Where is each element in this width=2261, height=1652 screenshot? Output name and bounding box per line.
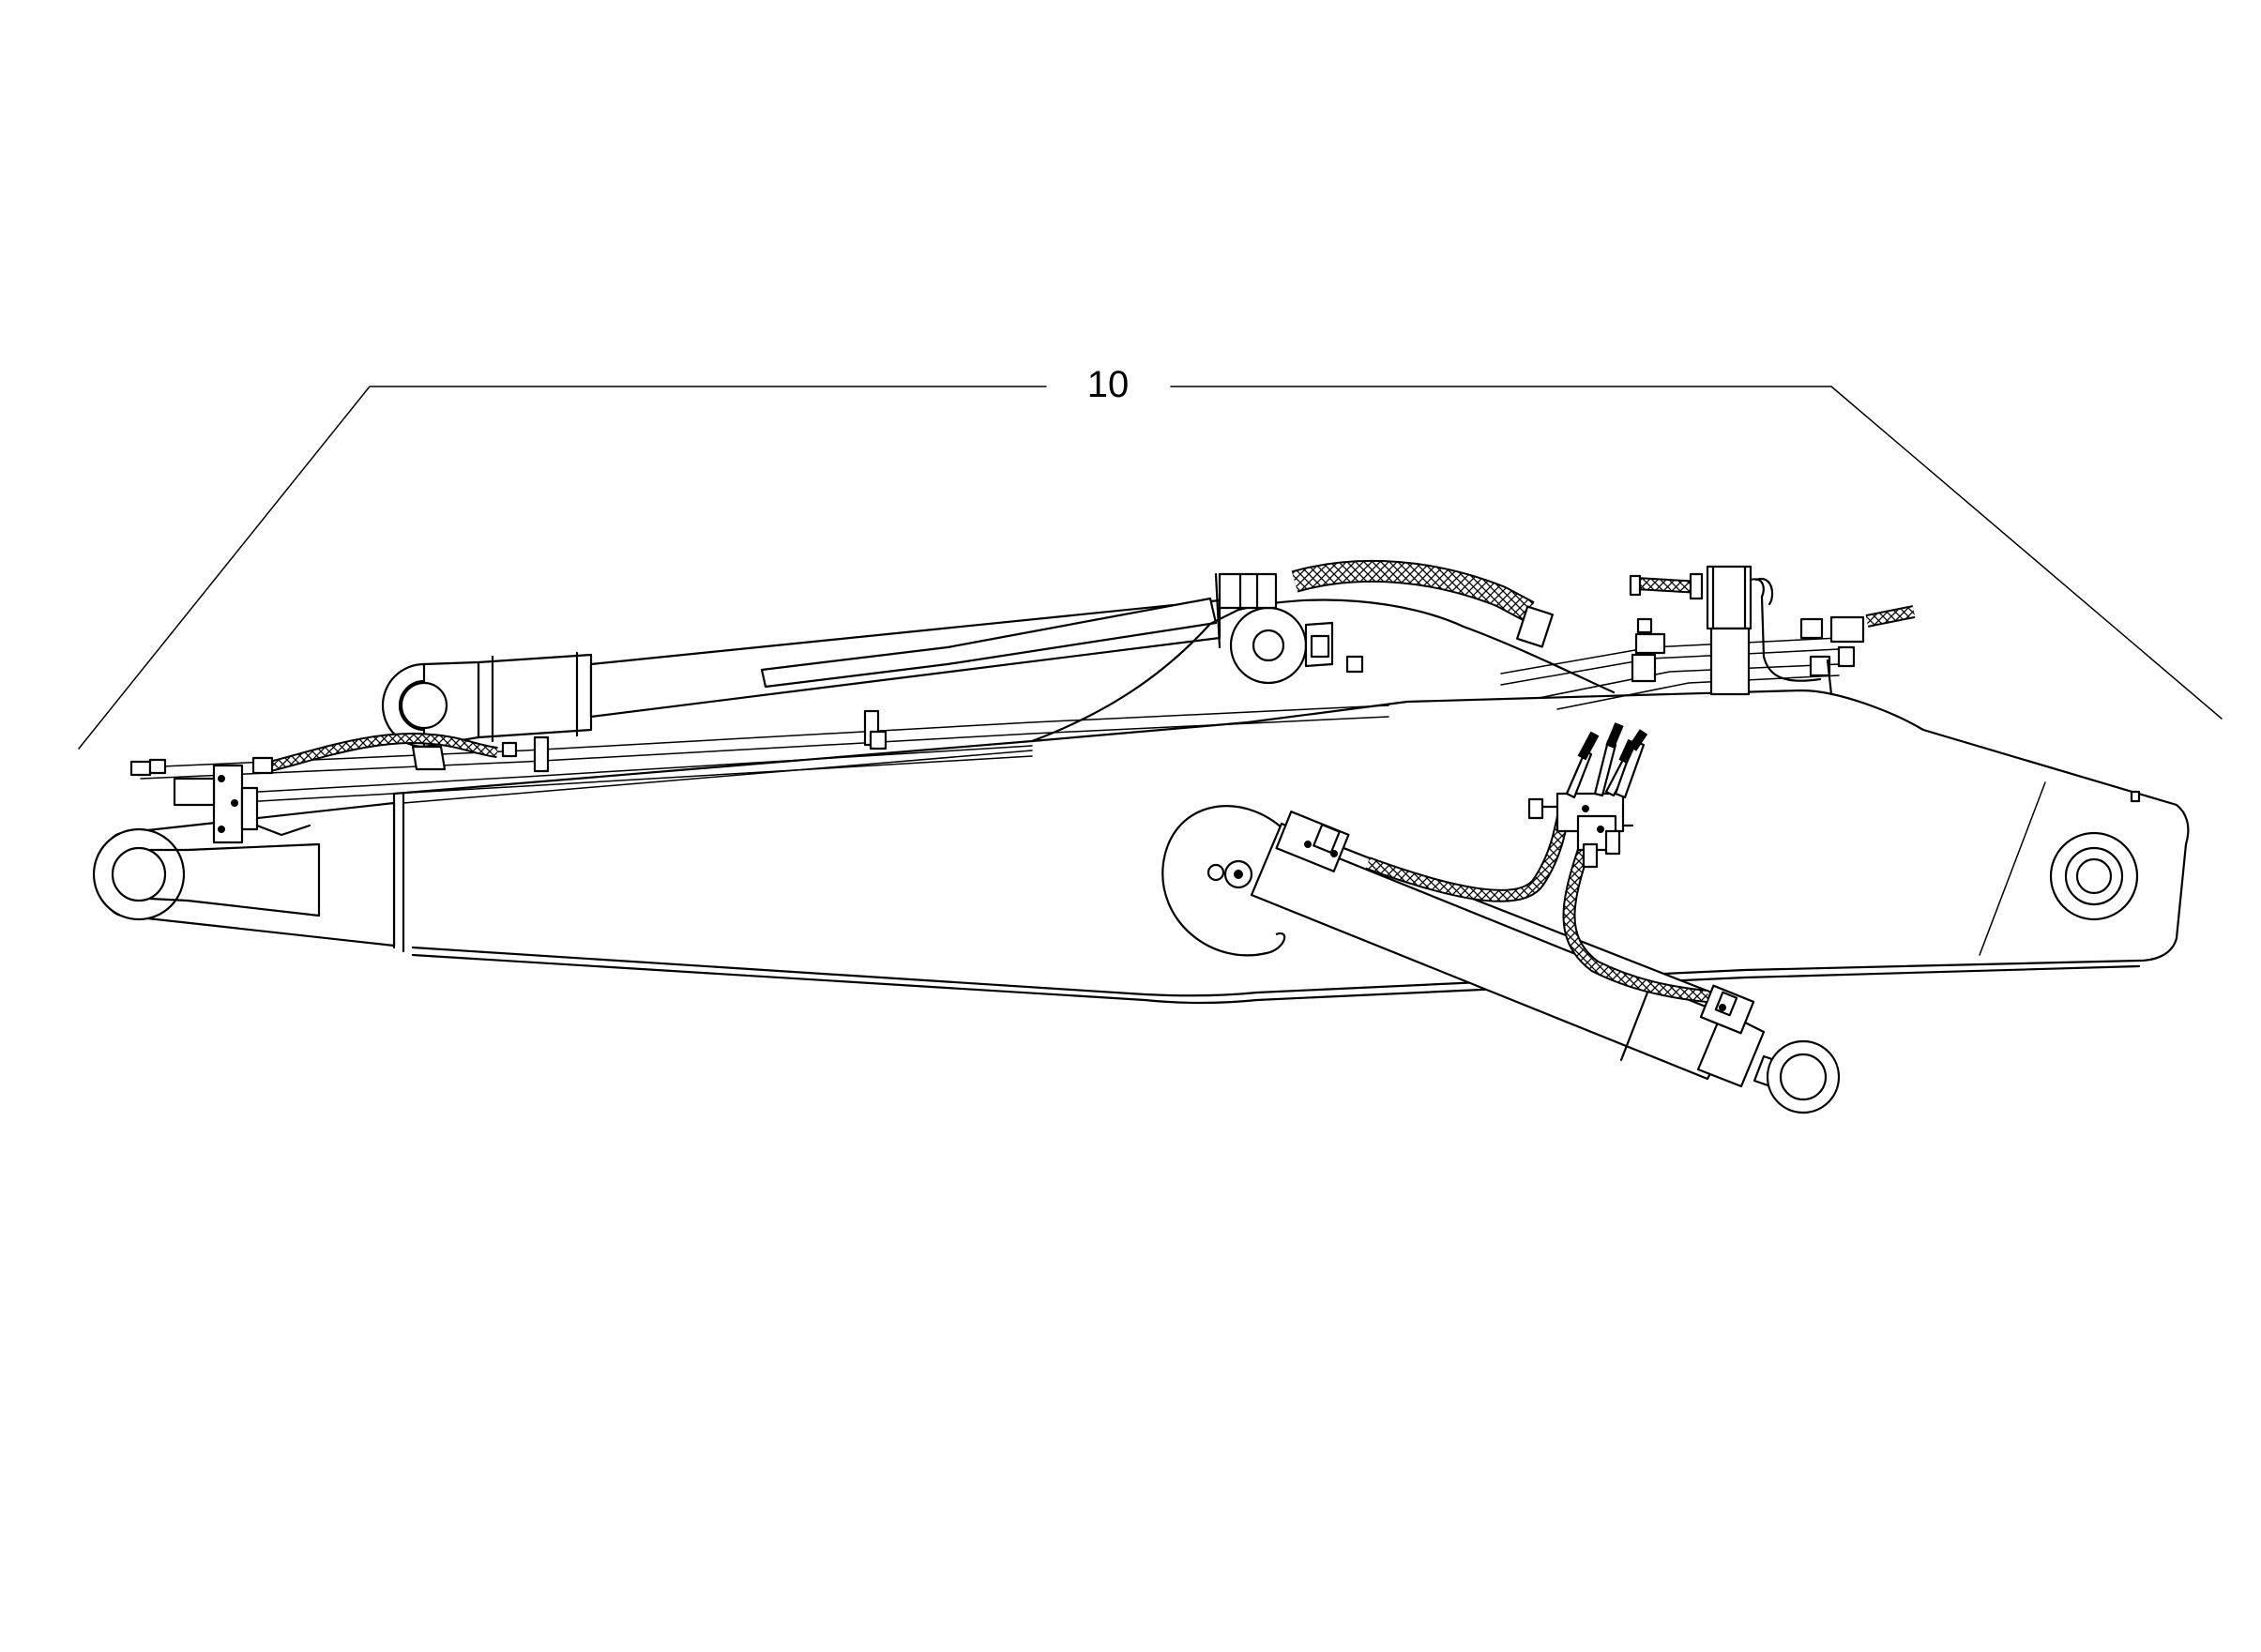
boom-root-eye [2049, 790, 2141, 921]
upper-right-valve-block [1629, 565, 1822, 696]
left-end-fittings [129, 756, 311, 844]
callout-bracket [78, 386, 2223, 750]
tube-clamps [501, 709, 888, 773]
upper-hydraulic-cylinder [381, 572, 1222, 771]
lower-hydraulic-cylinder [1161, 805, 1841, 1114]
right-braided-hose [1799, 605, 1916, 696]
upper-braided-hose [1218, 559, 1554, 648]
main-boom-body [392, 599, 2190, 1005]
boom-nose [92, 801, 396, 947]
callout-label: 10 [1087, 364, 1130, 405]
lower-valve-manifold [1527, 722, 1648, 869]
left-braided-hose [265, 733, 498, 773]
boom-pivot-lug [1229, 606, 1364, 685]
